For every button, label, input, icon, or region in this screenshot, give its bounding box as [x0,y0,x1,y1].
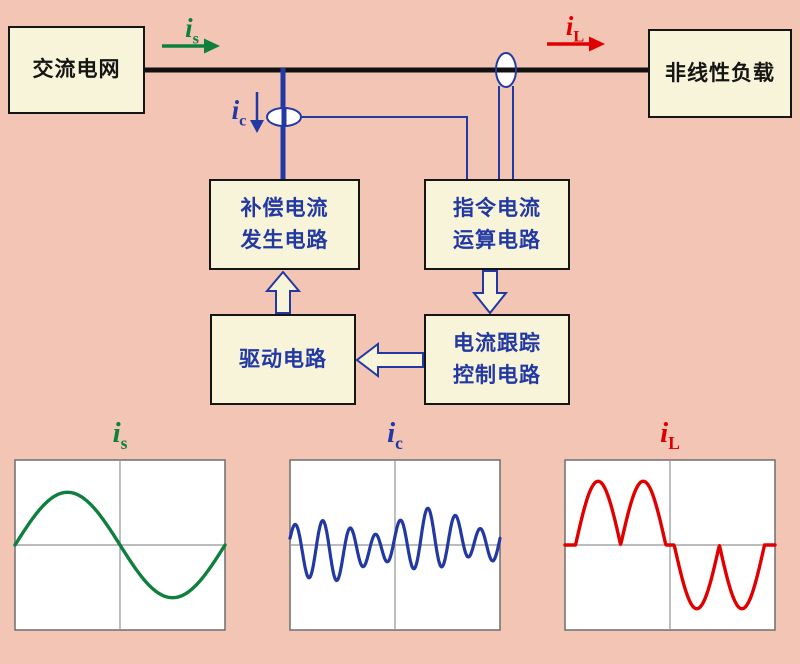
waveform-is-curve [13,490,227,600]
label-is: is [168,13,216,48]
wave-title-ic: ic [290,417,500,454]
hollow-arrow-down [471,270,509,315]
ic-symbol: i [387,417,396,449]
ic-symbol: i [231,95,240,125]
waveform-panel-ic [288,459,502,631]
hollow-arrow-left [355,341,424,379]
hollow-arrow-up [264,270,302,314]
il-direction-arrow [547,36,605,52]
current-transformer-right [495,52,517,179]
is-symbol: i [112,417,121,449]
label-ic: ic [222,95,256,130]
il-subscript: L [573,27,585,46]
il-symbol: i [660,417,669,449]
box-command-current-calculator: 指令电流 运算电路 [424,179,570,270]
ic-subscript: c [395,432,403,453]
waveform-panel-il [563,459,777,631]
waveform-panel-is [13,459,227,631]
is-subscript: s [192,29,199,48]
waveform-il-curve [563,479,777,611]
sense-wire-left-ct [301,116,468,179]
box-drive-circuit: 驱动电路 [210,314,356,405]
ic-direction-arrow [250,92,264,133]
ic-subscript: c [239,111,247,130]
box-current-tracking-control: 电流跟踪 控制电路 [424,314,570,405]
is-subscript: s [120,432,128,453]
current-transformer-left [266,107,302,127]
wave-title-is: is [15,417,225,454]
wave-title-il: iL [565,417,775,454]
box-compensation-current-generator: 补偿电流 发生电路 [209,179,360,270]
waveform-ic-curve [288,506,502,583]
is-direction-arrow [162,38,220,54]
il-symbol: i [565,11,574,41]
is-symbol: i [185,13,193,43]
box-ac-grid: 交流电网 [8,26,145,114]
il-subscript: L [668,432,680,453]
box-nonlinear-load: 非线性负载 [648,29,792,118]
label-il: iL [551,11,599,46]
